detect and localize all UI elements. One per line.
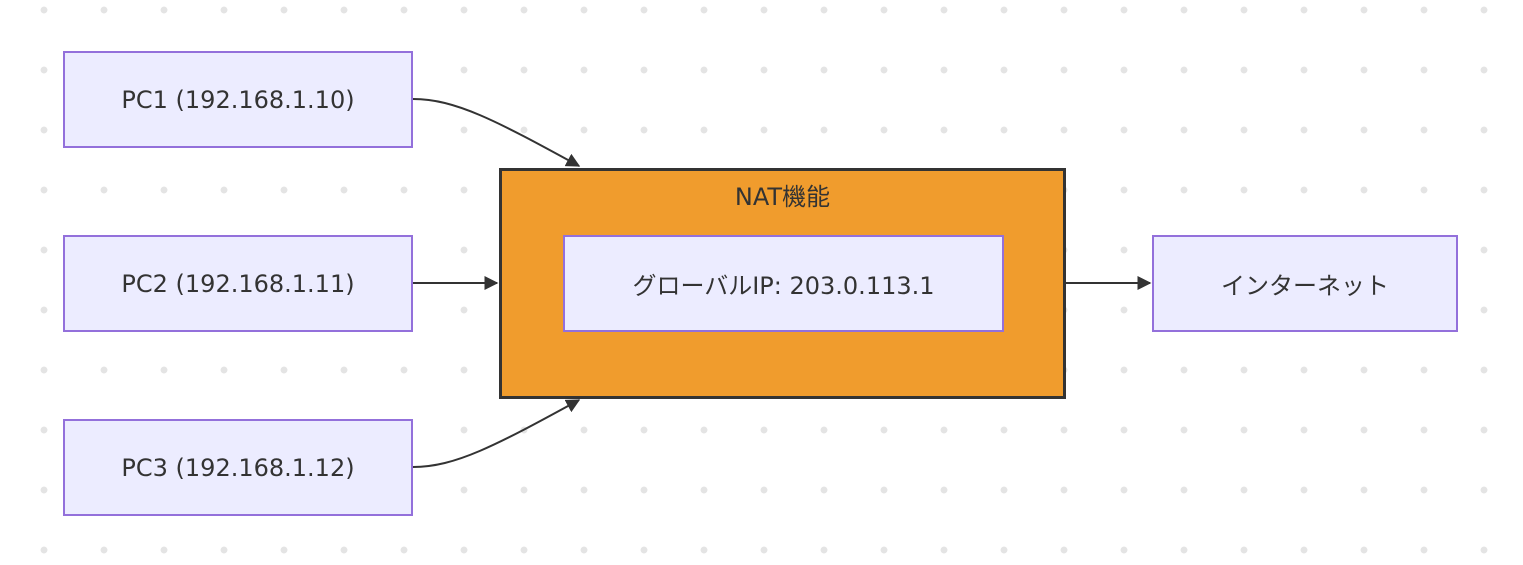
node-pc3-label: PC3 (192.168.1.12) bbox=[121, 453, 355, 482]
node-pc1[interactable]: PC1 (192.168.1.10) bbox=[63, 51, 413, 148]
edge-pc1-to-nat bbox=[412, 98, 581, 167]
node-internet[interactable]: インターネット bbox=[1152, 235, 1458, 332]
node-global-ip-label: グローバルIP: 203.0.113.1 bbox=[632, 272, 935, 300]
node-pc3[interactable]: PC3 (192.168.1.12) bbox=[63, 419, 413, 516]
node-pc1-label: PC1 (192.168.1.10) bbox=[121, 85, 355, 114]
node-internet-label: インターネット bbox=[1221, 272, 1389, 300]
node-pc2-label: PC2 (192.168.1.11) bbox=[121, 269, 355, 298]
nat-cluster-title: NAT機能 bbox=[734, 183, 831, 211]
nat-cluster[interactable]: NAT機能 グローバルIP: 203.0.113.1 bbox=[499, 168, 1066, 399]
node-global-ip[interactable]: グローバルIP: 203.0.113.1 bbox=[563, 235, 1004, 332]
edge-pc3-to-nat bbox=[412, 399, 581, 468]
node-pc2[interactable]: PC2 (192.168.1.11) bbox=[63, 235, 413, 332]
